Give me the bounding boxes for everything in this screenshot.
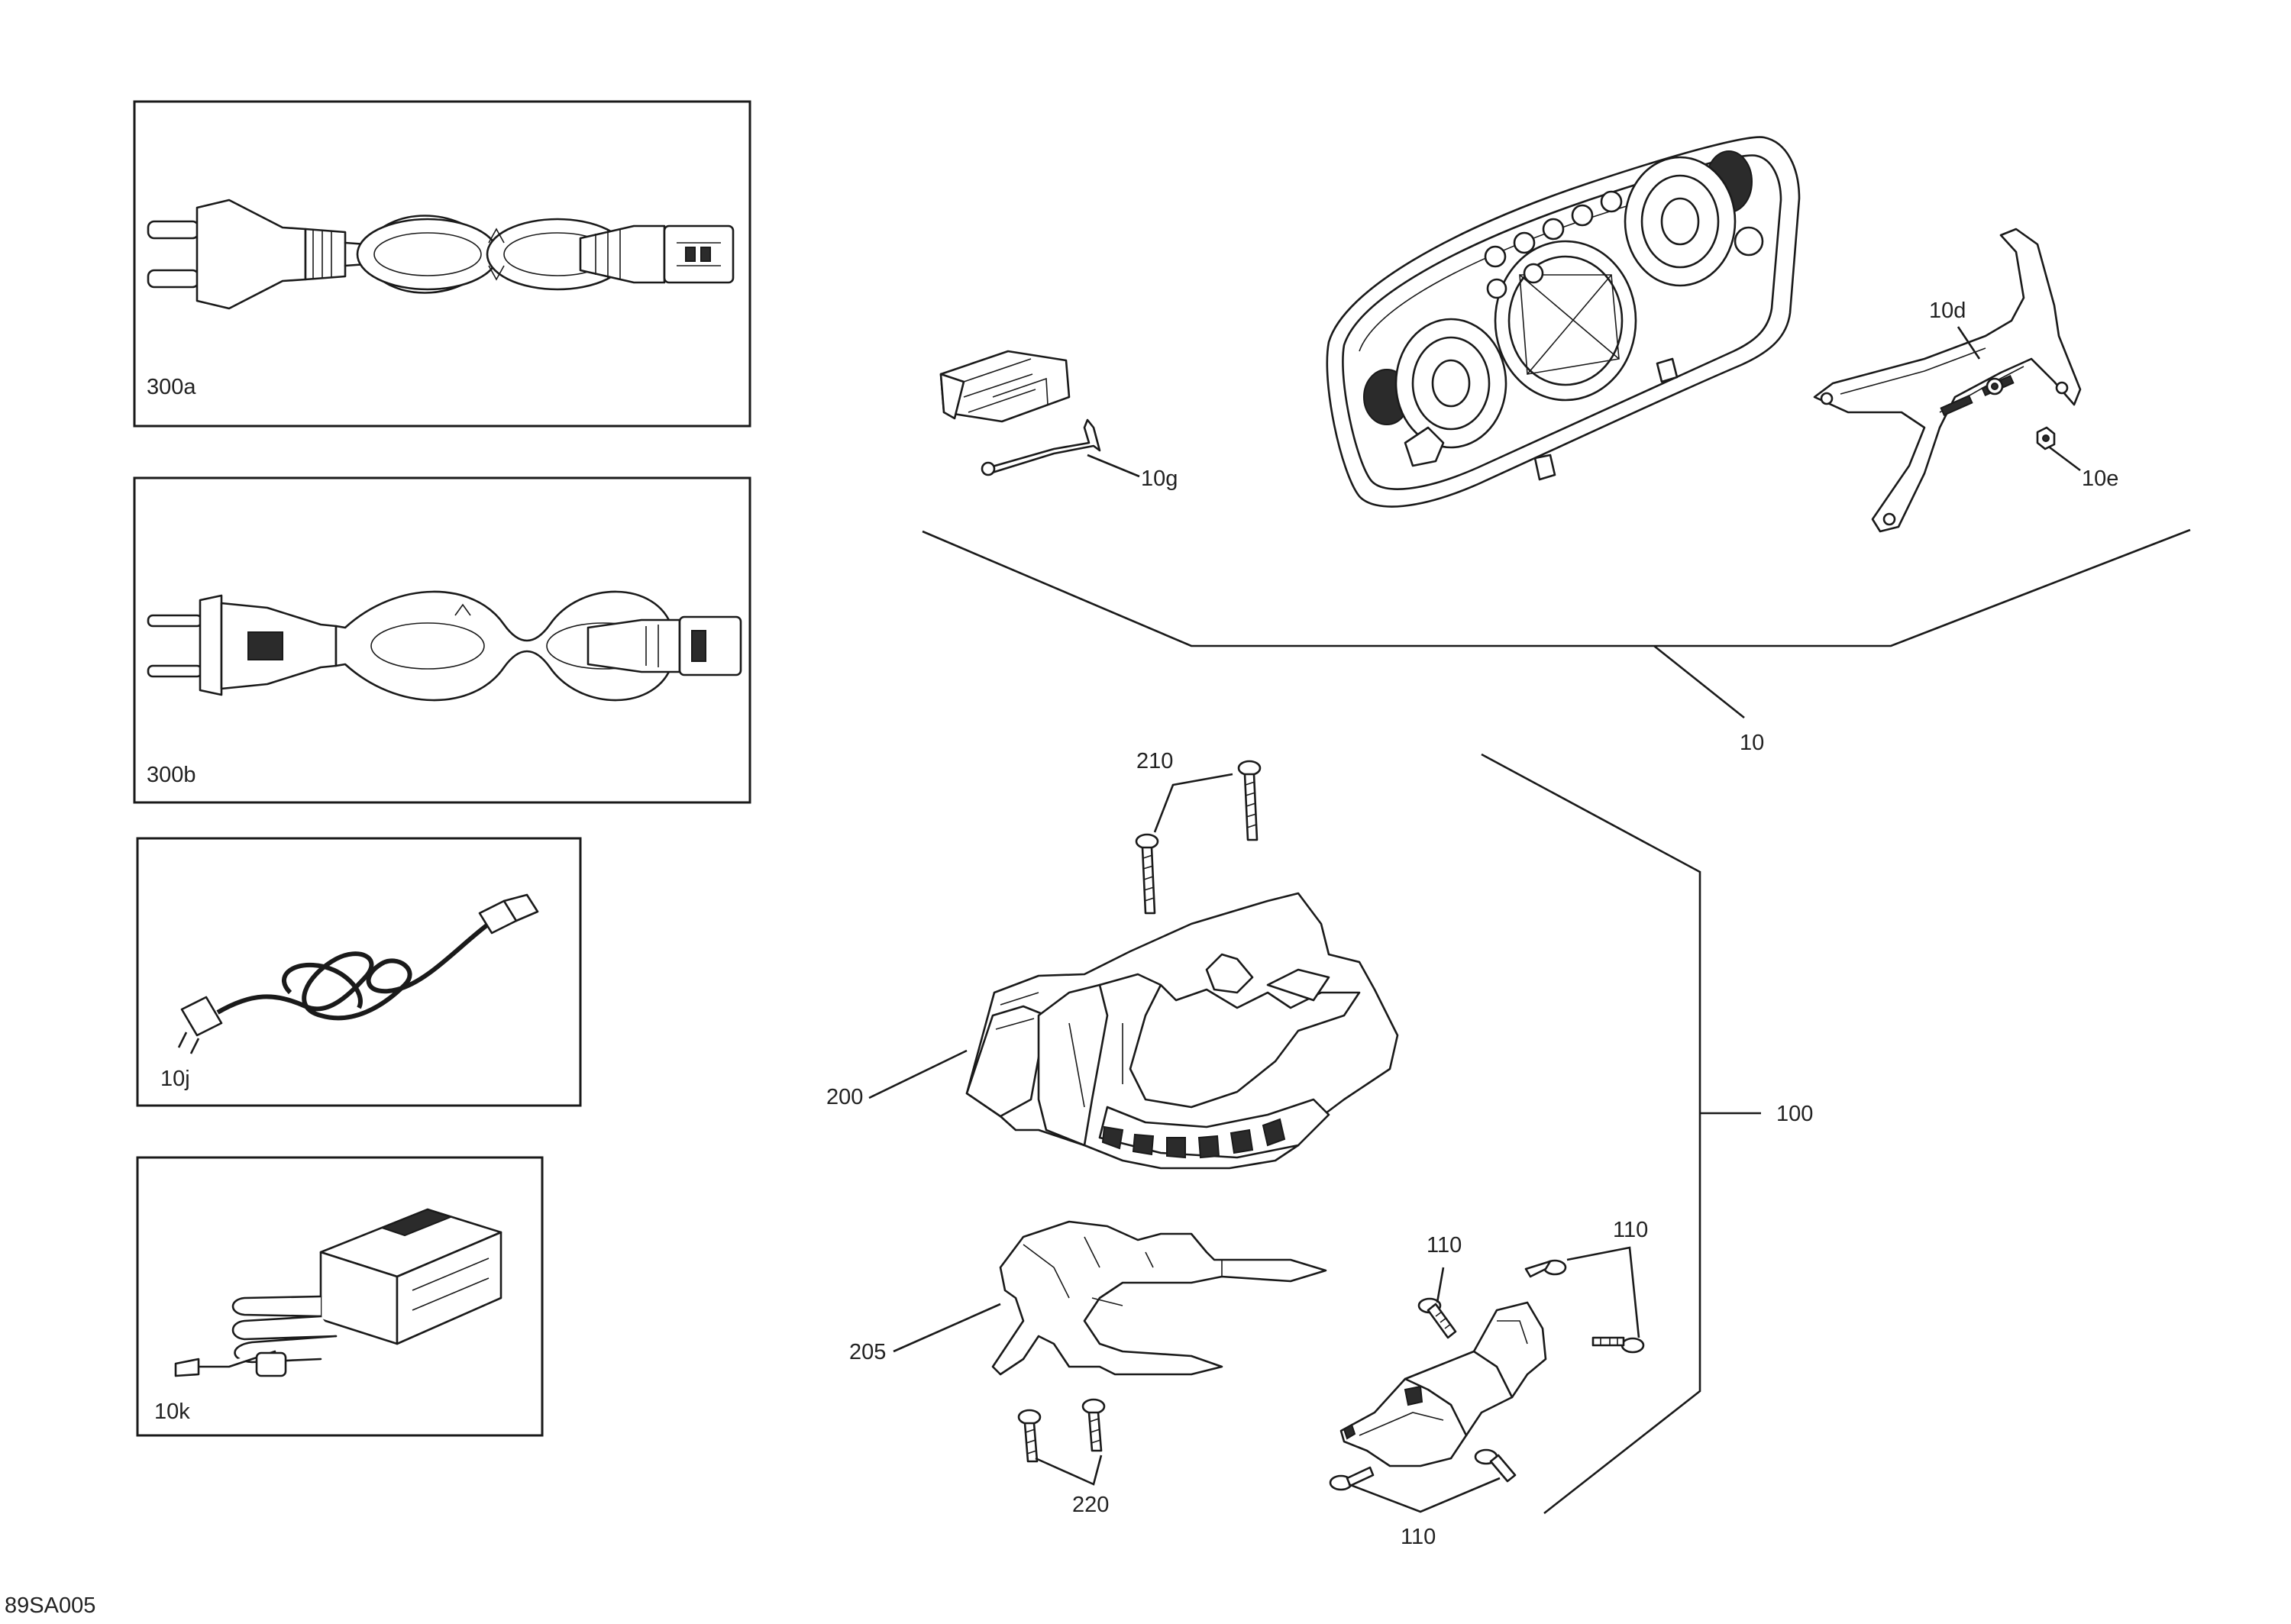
part-110-mount: 110 110 110	[1329, 1218, 1648, 1549]
part-300b-power-cord: 300b	[133, 476, 751, 804]
part-10g-connector: 10g	[939, 350, 1178, 491]
label-110-top-left: 110	[1427, 1233, 1462, 1258]
label-300b: 300b	[147, 763, 196, 787]
label-10d: 10d	[1929, 299, 1966, 323]
part-10k-charger: 10k	[136, 1156, 544, 1437]
label-10j: 10j	[160, 1067, 190, 1091]
part-205-bracket: 205	[849, 1220, 1327, 1376]
part-300a-power-cord: 300a	[133, 100, 751, 428]
label-220: 220	[1072, 1493, 1109, 1517]
group-10-bracket-lines: 10	[922, 528, 2191, 755]
label-200: 200	[826, 1085, 863, 1109]
label-300a: 300a	[147, 375, 196, 399]
label-10e: 10e	[2082, 467, 2118, 491]
label-10k: 10k	[154, 1400, 190, 1424]
label-10g: 10g	[1141, 467, 1178, 491]
drawing-id: 89SA005	[5, 1593, 95, 1618]
part-200-cradle: 200	[826, 892, 1399, 1170]
part-220-screws: 220	[1017, 1398, 1109, 1517]
label-100: 100	[1776, 1102, 1813, 1126]
part-10e-nut: 10e	[2036, 426, 2118, 491]
part-10-display-housing	[1326, 136, 1801, 508]
part-210-screws: 210	[1135, 749, 1262, 915]
group-100-bracket-lines: 100	[1481, 753, 1813, 1515]
label-110-bottom: 110	[1401, 1525, 1436, 1549]
inset-box-10j	[136, 837, 582, 1107]
label-110-top-right: 110	[1613, 1218, 1648, 1242]
label-10: 10	[1740, 731, 1764, 755]
part-10d-bracket: 10d	[1813, 228, 2082, 533]
part-10j-cord: 10j	[136, 837, 582, 1107]
label-205: 205	[849, 1340, 886, 1364]
label-210: 210	[1136, 749, 1173, 773]
